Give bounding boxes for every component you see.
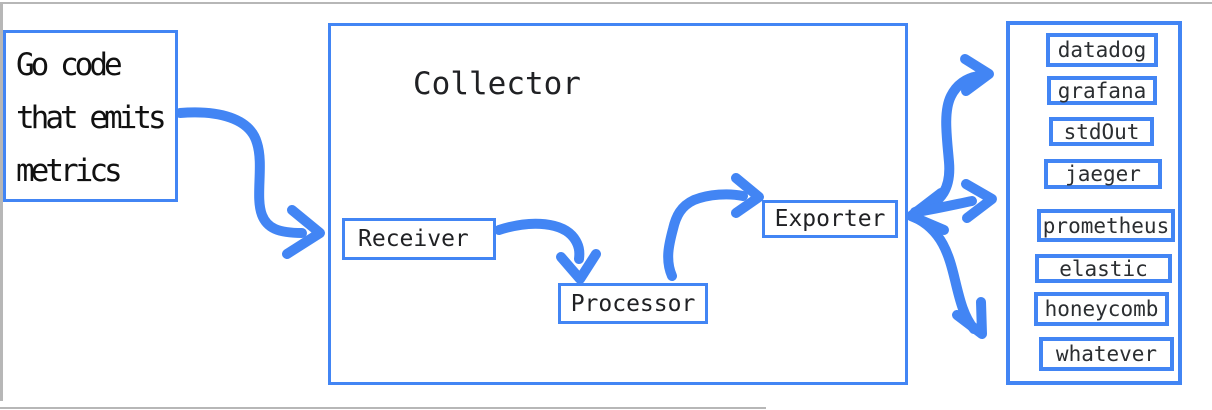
receiver-label: Receiver <box>358 226 469 252</box>
canvas-edge-top <box>0 2 1212 4</box>
node-destination-honeycomb[interactable]: honeycomb <box>1034 292 1169 326</box>
node-destination-datadog[interactable]: datadog <box>1046 33 1158 67</box>
collector-title: Collector <box>413 66 581 102</box>
source-text-line: that emits <box>16 100 167 136</box>
node-destination-grafana[interactable]: grafana <box>1047 76 1157 105</box>
node-destination-stdout[interactable]: stdOut <box>1049 117 1154 146</box>
arrow-source-to-collector[interactable] <box>175 107 325 259</box>
source-text-line: Go code <box>16 47 123 83</box>
node-go-code[interactable]: Go code that emits metrics <box>3 30 178 202</box>
node-receiver[interactable]: Receiver <box>342 218 496 260</box>
exporter-label: Exporter <box>774 206 886 232</box>
processor-label: Processor <box>570 290 696 317</box>
node-destination-elastic[interactable]: elastic <box>1035 254 1172 283</box>
node-exporter[interactable]: Exporter <box>762 200 898 238</box>
canvas-edge-left <box>0 2 3 401</box>
node-destination-whatever[interactable]: whatever <box>1039 337 1174 371</box>
node-destination-prometheus[interactable]: prometheus <box>1037 209 1175 242</box>
node-collector[interactable] <box>328 23 908 385</box>
node-processor[interactable]: Processor <box>558 283 708 324</box>
arrow-exporter-fanout[interactable] <box>906 54 997 339</box>
source-text-line: metrics <box>16 153 123 189</box>
node-destinations-group[interactable]: datadog grafana stdOut jaeger prometheus… <box>1006 21 1182 385</box>
canvas-edge-bottom <box>0 407 766 409</box>
node-destination-jaeger[interactable]: jaeger <box>1044 159 1162 189</box>
